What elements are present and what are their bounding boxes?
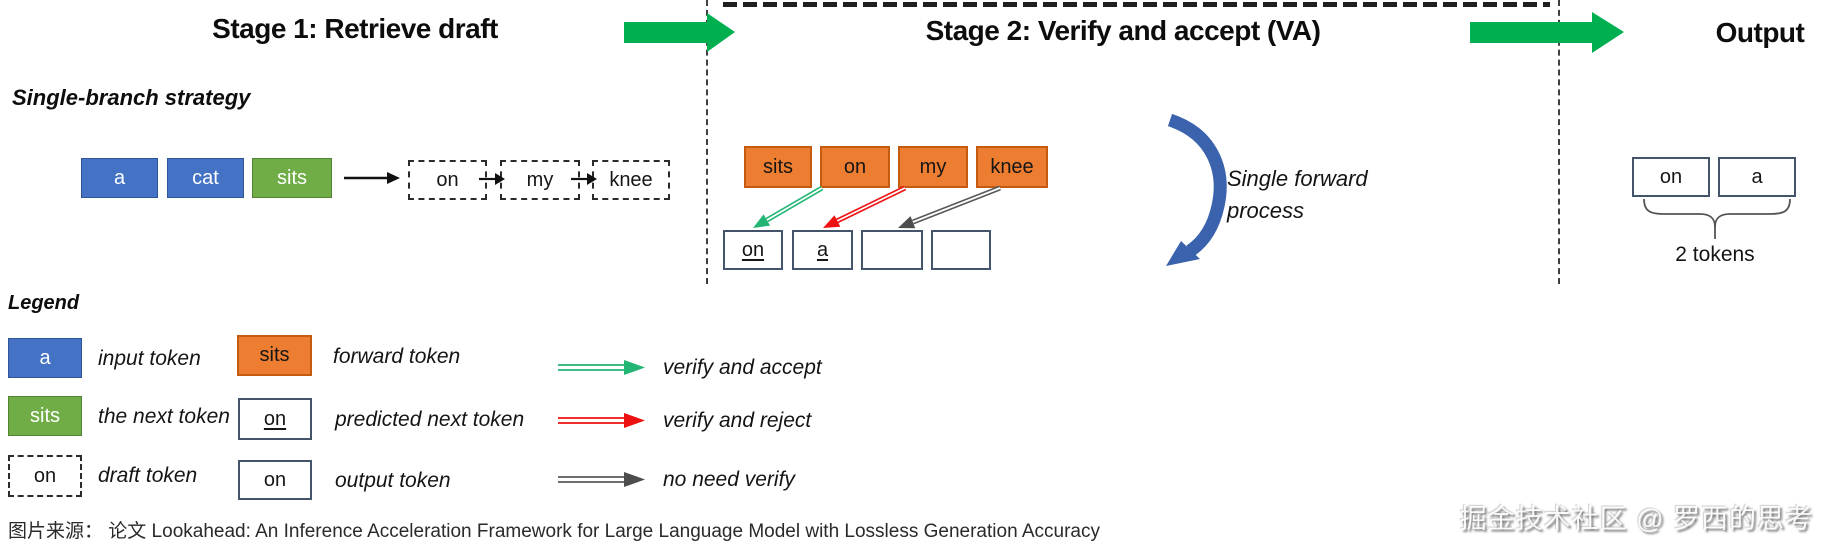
legend-next-token-swatch: sits <box>8 396 82 436</box>
stage-separator-line-2 <box>1558 0 1560 284</box>
predicted-token-box: on <box>723 230 783 270</box>
draft-token-text: knee <box>609 168 653 191</box>
legend-draft-token-swatch: on <box>8 455 82 497</box>
verify-reject-arrow-icon <box>558 413 645 428</box>
legend-predicted-token-label: predicted next token <box>335 408 525 431</box>
legend-swatch-text: sits <box>30 404 60 427</box>
legend-input-token-label: input token <box>98 347 201 370</box>
output-title: Output <box>1715 17 1805 48</box>
next-token-box: sits <box>252 158 332 198</box>
forward-token-box: sits <box>744 146 812 188</box>
legend-input-token-swatch: a <box>8 338 82 378</box>
forward-token-box: knee <box>976 146 1048 188</box>
draft-token-text: on <box>436 168 459 191</box>
predicted-token-text: a <box>816 238 829 261</box>
legend-swatch-text: on <box>263 407 287 430</box>
legend-forward-token-swatch: sits <box>237 335 312 376</box>
no-need-verify-arrow-icon <box>558 472 645 487</box>
legend-swatch-text: on <box>263 468 287 491</box>
output-token-box: a <box>1718 157 1796 197</box>
single-forward-process-note: Single forward process <box>1227 163 1368 227</box>
forward-token-box: my <box>898 146 968 188</box>
forward-token-text: on <box>843 155 867 178</box>
forward-token-text: sits <box>763 155 793 178</box>
draft-chain-arrow-icon <box>479 173 505 185</box>
draft-token-box: my <box>500 160 580 200</box>
stage2-title: Stage 2: Verify and accept (VA) <box>925 15 1321 46</box>
output-brace-icon <box>1643 198 1791 239</box>
stage1-title: Stage 1: Retrieve draft <box>212 13 498 44</box>
image-source-caption: 图片来源： 论文 Lookahead: An Inference Acceler… <box>8 521 1100 542</box>
forward-token-text: my <box>919 155 947 178</box>
draft-token-box: on <box>408 160 487 200</box>
input-token-box: cat <box>167 158 244 198</box>
single-branch-strategy-label: Single-branch strategy <box>12 85 251 110</box>
forward-token-box: on <box>820 146 890 188</box>
verify-accept-arrow-icon <box>558 360 645 375</box>
draft-token-text: my <box>526 168 554 191</box>
output-token-box: on <box>1632 157 1710 197</box>
output-token-text: on <box>1659 165 1683 188</box>
legend-title: Legend <box>8 292 80 314</box>
cropped-top-dash-strip <box>723 2 1550 7</box>
legend-next-token-label: the next token <box>98 405 230 428</box>
legend-output-token-swatch: on <box>238 460 312 500</box>
community-watermark: 掘金技术社区 @ 罗西的思考 <box>1459 504 1813 534</box>
draft-token-box: knee <box>592 160 670 200</box>
draft-chain-arrow-icon <box>571 173 597 185</box>
legend-verify-accept-label: verify and accept <box>663 356 822 379</box>
legend-output-token-label: output token <box>335 469 451 492</box>
predicted-token-box: a <box>792 230 853 270</box>
legend-swatch-text: a <box>39 346 51 369</box>
empty-predicted-token-box <box>861 230 923 270</box>
legend-swatch-text: sits <box>259 344 290 366</box>
retrieve-arrow-icon <box>344 172 400 184</box>
legend-swatch-text: on <box>33 464 57 487</box>
legend-draft-token-label: draft token <box>98 464 198 487</box>
forward-process-arrow-icon <box>1166 113 1227 266</box>
input-token-text: a <box>113 166 126 189</box>
legend-no-need-verify-label: no need verify <box>663 468 795 491</box>
legend-verify-reject-label: verify and reject <box>663 409 812 432</box>
legend-forward-token-label: forward token <box>333 345 461 368</box>
empty-predicted-token-box <box>931 230 991 270</box>
stage2-to-output-arrow-icon <box>1470 12 1624 53</box>
predicted-token-text: on <box>741 238 765 261</box>
note-line-2: process <box>1227 198 1305 223</box>
verification-arrows-icon <box>753 185 1001 229</box>
output-token-count: 2 tokens <box>1675 243 1755 266</box>
forward-token-text: knee <box>990 155 1034 178</box>
stage-separator-line-1 <box>706 0 708 284</box>
note-line-1: Single forward <box>1227 166 1368 191</box>
stage1-to-stage2-arrow-icon <box>624 13 735 52</box>
output-token-text: a <box>1751 165 1763 188</box>
input-token-box: a <box>81 158 158 198</box>
next-token-text: sits <box>277 166 307 189</box>
input-token-text: cat <box>192 166 219 189</box>
legend-predicted-token-swatch: on <box>238 398 312 440</box>
